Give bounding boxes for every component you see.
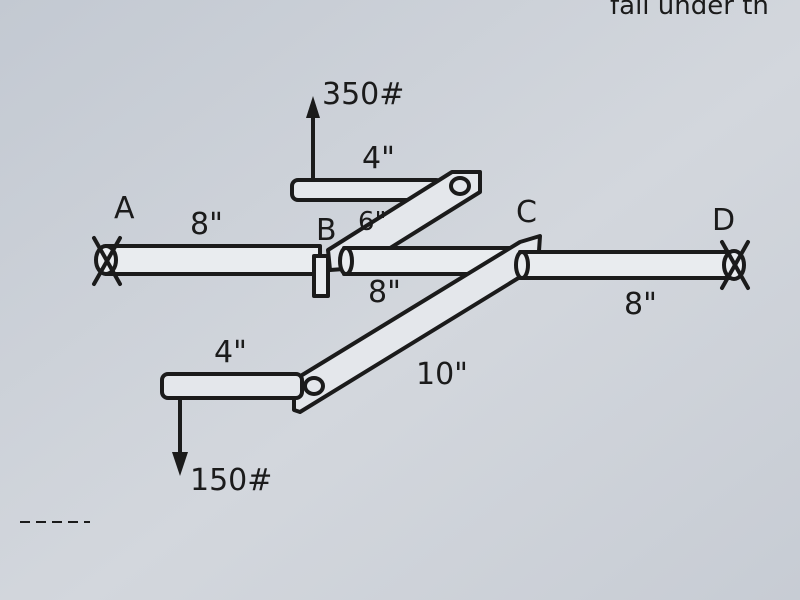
bearing-a [92,236,122,286]
force-arrow-down [172,396,188,476]
dim-label-ab: 8" [190,207,223,242]
dim-label-bc: 8" [368,275,401,310]
force-arrow-up [306,96,320,182]
top-pin [449,176,471,196]
bottom-pin [303,376,325,396]
bottom-arm [160,372,304,400]
bearing-d [720,240,750,290]
dim-label-cd: 8" [624,287,657,322]
collar-b [312,254,330,298]
force-label-bottom: 150# [190,463,272,498]
header-text: fail under th [610,0,769,21]
dim-label-top-crank: 6" [358,207,387,237]
dim-label-bottom-arm: 4" [214,335,247,370]
point-label-a: A [114,191,135,226]
point-label-c: C [516,195,537,230]
point-label-d: D [712,203,735,238]
point-label-b: B [316,213,337,248]
dim-label-top-arm: 4" [362,141,395,176]
force-label-top: 350# [322,77,404,112]
dim-label-bottom-crank: 10" [416,357,468,392]
shaft-segment-ab [104,244,322,276]
shaft-segment-cd [514,250,734,280]
